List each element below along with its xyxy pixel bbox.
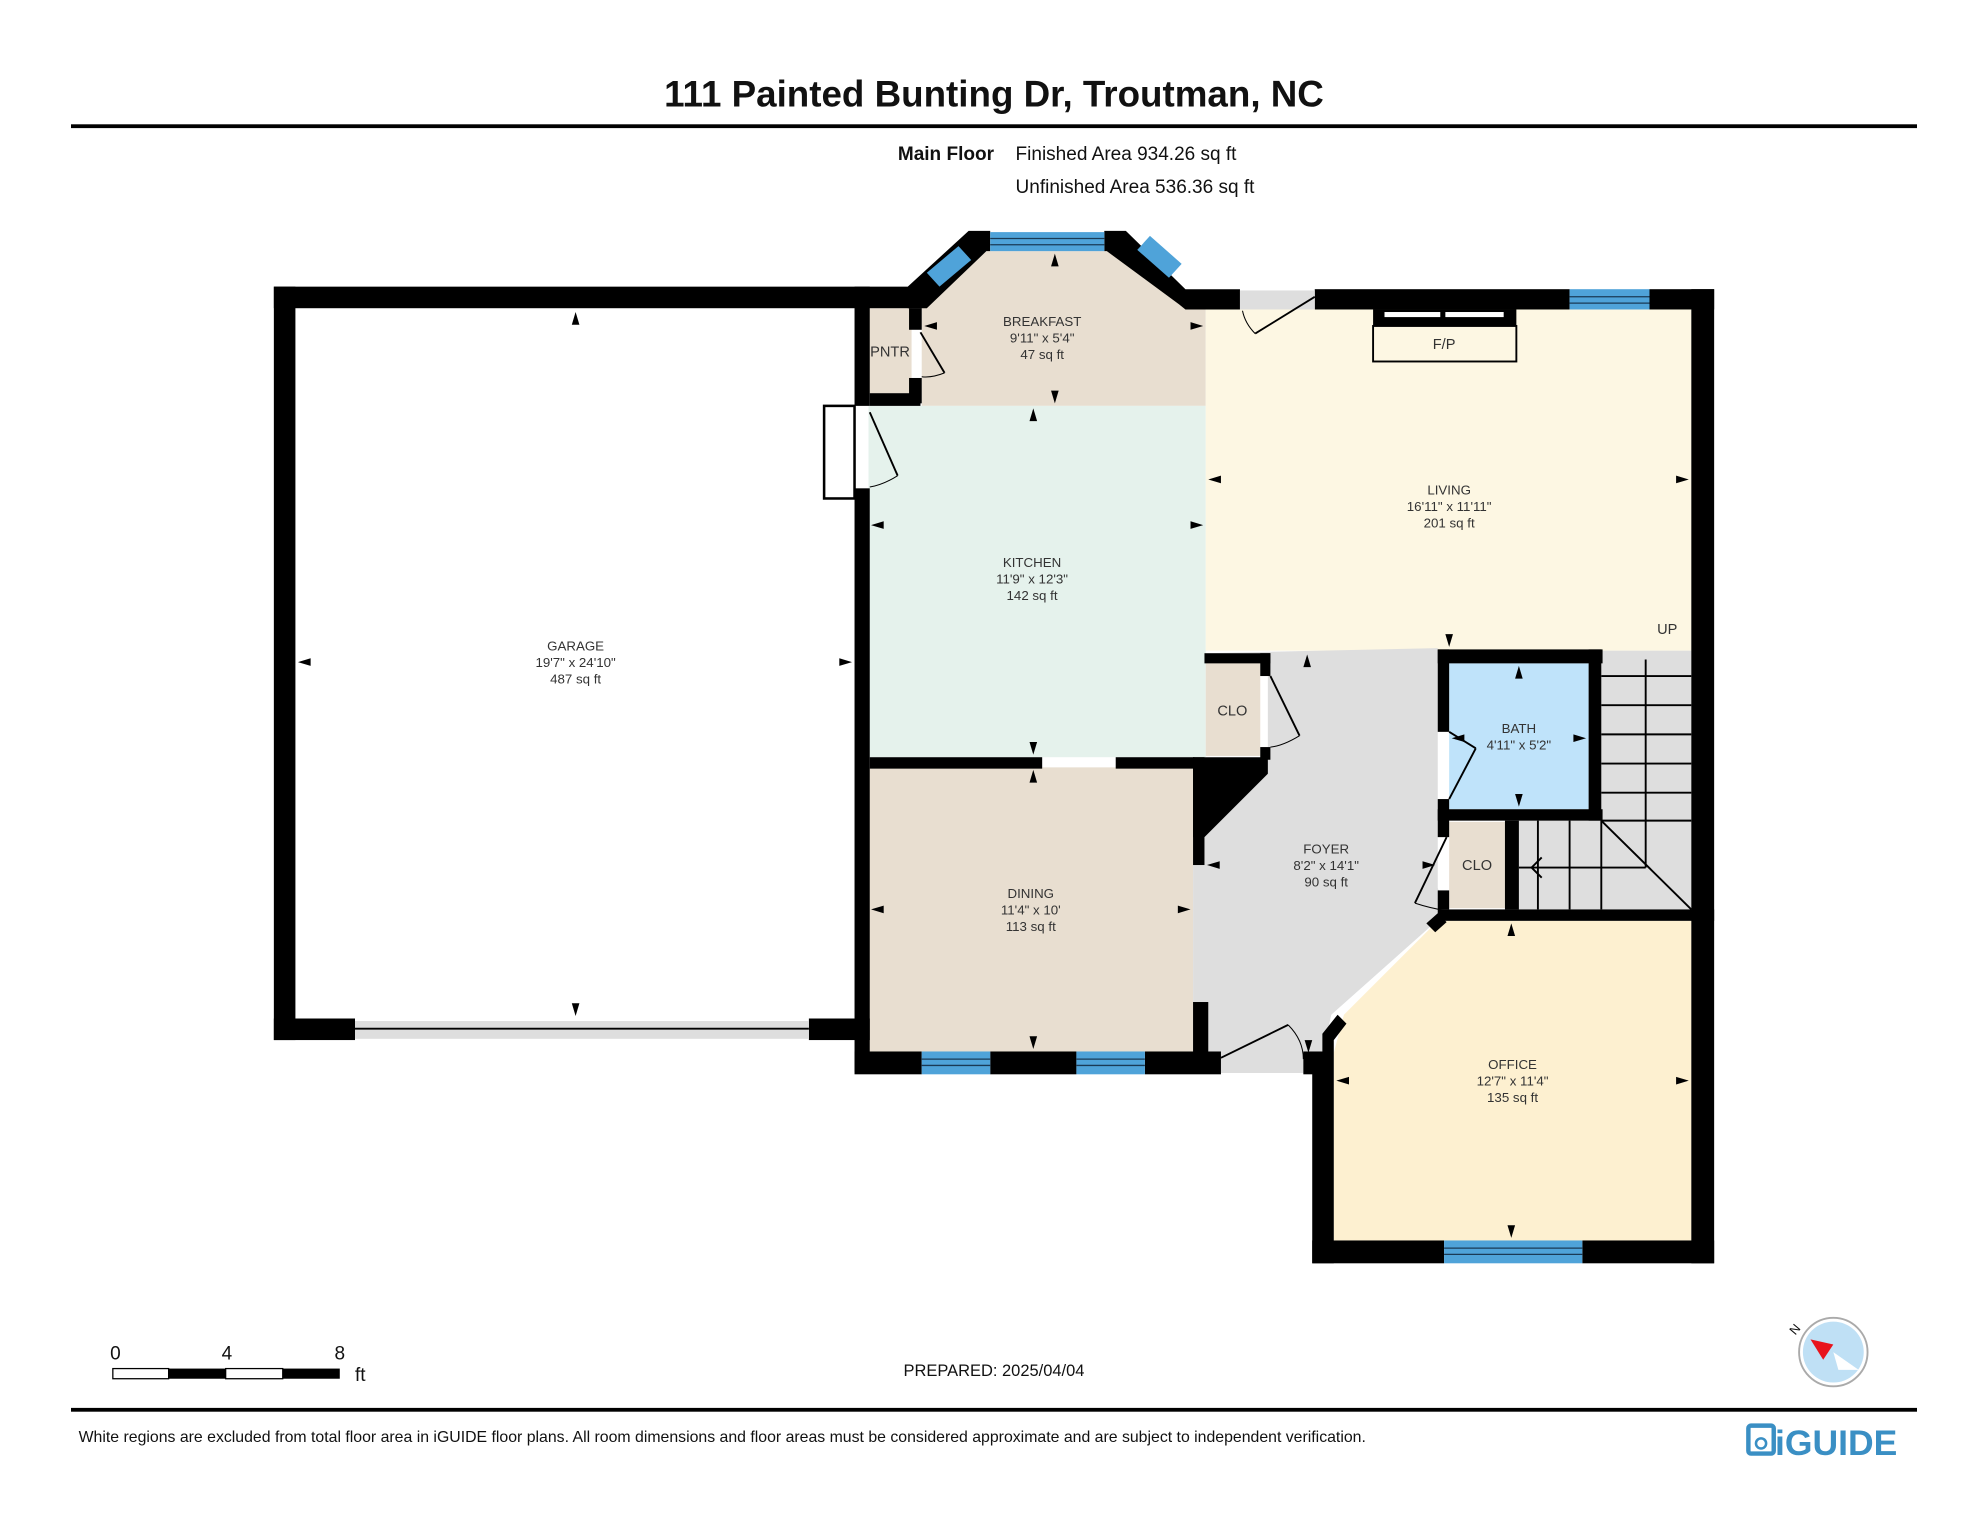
room-living-fill <box>1205 308 1692 651</box>
svg-text:8: 8 <box>334 1344 345 1365</box>
svg-text:iGUIDE: iGUIDE <box>1775 1423 1897 1463</box>
label-garage: GARAGE 19'7" x 24'10" 487 sq ft <box>535 639 616 687</box>
window <box>990 232 1105 252</box>
window <box>1137 235 1182 278</box>
svg-text:90 sq ft: 90 sq ft <box>1304 875 1348 890</box>
svg-text:BREAKFAST: BREAKFAST <box>1003 314 1081 329</box>
svg-text:16'11" x 11'11": 16'11" x 11'11" <box>1407 499 1492 514</box>
svg-text:47 sq ft: 47 sq ft <box>1020 347 1064 362</box>
compass-icon: N <box>1787 1316 1869 1388</box>
room-bath-fill <box>1449 663 1589 810</box>
floor-label: Main Floor <box>898 144 995 165</box>
svg-text:12'7" x 11'4": 12'7" x 11'4" <box>1477 1074 1549 1089</box>
prepared-date: PREPARED: 2025/04/04 <box>904 1362 1085 1380</box>
room-labels: GARAGE 19'7" x 24'10" 487 sq ft BREAKFAS… <box>535 314 1551 1105</box>
room-garage-fill <box>295 308 855 1019</box>
windows <box>355 232 1650 1264</box>
svg-text:OFFICE: OFFICE <box>1488 1057 1537 1072</box>
label-kitchen: KITCHEN 11'9" x 12'3" 142 sq ft <box>996 555 1068 603</box>
room-kitchen-fill <box>868 405 1206 758</box>
svg-text:4: 4 <box>222 1344 233 1365</box>
iguide-logo: iGUIDE <box>1746 1423 1897 1463</box>
fireplace: F/P <box>1372 309 1518 363</box>
svg-text:4'11" x 5'2": 4'11" x 5'2" <box>1487 738 1552 753</box>
window <box>926 246 972 287</box>
scale-bar: 0 4 8 ft <box>110 1344 366 1387</box>
label-closet2: CLO <box>1462 858 1492 874</box>
svg-text:LIVING: LIVING <box>1427 483 1471 498</box>
page-title: 111 Painted Bunting Dr, Troutman, NC <box>664 74 1324 115</box>
label-foyer: FOYER 8'2" x 14'1" 90 sq ft <box>1293 842 1359 890</box>
svg-text:135 sq ft: 135 sq ft <box>1487 1090 1538 1105</box>
compass-north-label: N <box>1787 1322 1804 1338</box>
svg-text:FOYER: FOYER <box>1303 842 1349 857</box>
svg-text:BATH: BATH <box>1502 721 1536 736</box>
finished-area: Finished Area 934.26 sq ft <box>1016 144 1238 165</box>
label-dining: DINING 11'4" x 10' 113 sq ft <box>1001 886 1061 934</box>
svg-text:11'4" x 10': 11'4" x 10' <box>1001 902 1061 917</box>
room-closet1-fill <box>1205 662 1261 756</box>
room-breakfast-fill <box>921 251 1206 406</box>
svg-text:9'11" x 5'4": 9'11" x 5'4" <box>1010 330 1075 345</box>
iguide-logo-icon <box>1746 1423 1776 1456</box>
svg-text:142 sq ft: 142 sq ft <box>1007 588 1058 603</box>
window <box>1076 1051 1145 1075</box>
svg-text:19'7" x 24'10": 19'7" x 24'10" <box>535 655 616 670</box>
svg-text:KITCHEN: KITCHEN <box>1003 555 1061 570</box>
svg-text:8'2" x 14'1": 8'2" x 14'1" <box>1293 858 1359 873</box>
label-breakfast: BREAKFAST 9'11" x 5'4" 47 sq ft <box>1003 314 1081 362</box>
room-closet2-fill <box>1449 821 1505 909</box>
svg-text:113 sq ft: 113 sq ft <box>1006 919 1056 934</box>
window <box>1569 289 1650 310</box>
label-pantry: PNTR <box>870 344 910 360</box>
label-office: OFFICE 12'7" x 11'4" 135 sq ft <box>1477 1057 1549 1105</box>
label-living: LIVING 16'11" x 11'11" 201 sq ft <box>1407 483 1492 531</box>
svg-text:487 sq ft: 487 sq ft <box>550 672 601 687</box>
doors <box>822 290 1477 1060</box>
stairs-up-label: UP <box>1657 622 1677 638</box>
svg-text:0: 0 <box>110 1344 121 1365</box>
unfinished-area: Unfinished Area 536.36 sq ft <box>1016 177 1256 198</box>
svg-text:GARAGE: GARAGE <box>547 639 604 654</box>
header-divider <box>71 124 1917 129</box>
room-fills <box>295 251 1692 1241</box>
stairs: UP <box>1518 622 1692 911</box>
room-office-fill <box>1333 920 1692 1241</box>
window <box>1444 1240 1583 1264</box>
svg-text:DINING: DINING <box>1007 886 1054 901</box>
disclaimer: White regions are excluded from total fl… <box>79 1429 1366 1446</box>
room-pantry-fill <box>868 308 912 394</box>
scale-unit: ft <box>355 1365 366 1386</box>
label-bath: BATH 4'11" x 5'2" <box>1487 721 1552 752</box>
garage-door <box>355 1021 809 1039</box>
dimension-arrows <box>297 253 1689 1238</box>
footer-divider <box>71 1407 1917 1412</box>
svg-text:11'9" x 12'3": 11'9" x 12'3" <box>996 571 1068 586</box>
window <box>921 1051 991 1075</box>
room-dining-fill <box>868 767 1194 1052</box>
fireplace-label: F/P <box>1433 337 1456 353</box>
label-closet1: CLO <box>1217 703 1247 719</box>
svg-text:201 sq ft: 201 sq ft <box>1424 516 1475 531</box>
room-foyer-fill <box>1193 648 1446 1074</box>
